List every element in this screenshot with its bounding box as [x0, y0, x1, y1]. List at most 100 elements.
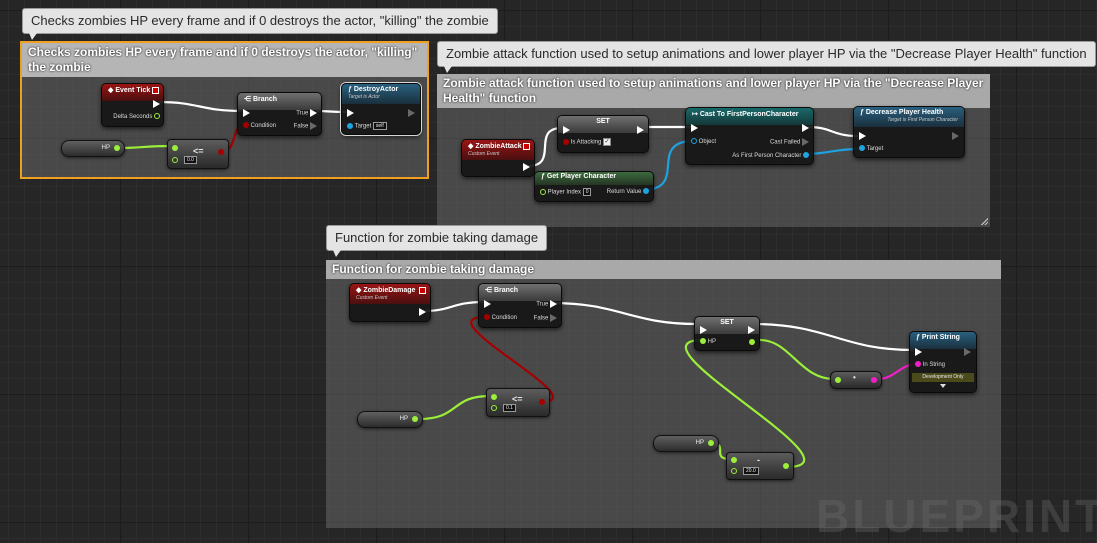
exec-out-pin[interactable] — [802, 124, 809, 133]
hp-getter-node[interactable]: HP — [61, 140, 125, 157]
comment-bubble-attack[interactable]: Zombie attack function used to setup ani… — [437, 41, 1096, 73]
compare-out-pin[interactable] — [218, 149, 224, 155]
compare-b-pin[interactable] — [491, 405, 497, 411]
delegate-pin[interactable] — [152, 87, 159, 94]
exec-out-pin[interactable] — [748, 326, 755, 335]
subtract-value-field[interactable]: 20.0 — [743, 467, 759, 475]
event-tick-title: ◆ Event Tick — [102, 84, 163, 101]
exec-in-pin[interactable] — [563, 126, 570, 135]
delegate-pin[interactable] — [523, 143, 530, 150]
decrease-health-node[interactable]: ƒ Decrease Player Health Target is First… — [853, 106, 965, 158]
cast-title: ↦ Cast To FirstPersonCharacter — [686, 108, 813, 125]
as-fpc-pin[interactable]: As First Person Character — [732, 152, 809, 160]
is-attacking-pin[interactable]: Is Attacking ✓ — [563, 138, 612, 147]
compare-value-field[interactable]: 0.1 — [503, 404, 516, 412]
hp-out-pin[interactable] — [114, 145, 120, 151]
decrease-health-title: ƒ Decrease Player Health Target is First… — [854, 107, 964, 127]
set-is-attacking-node[interactable]: SET Is Attacking ✓ — [557, 115, 649, 153]
delegate-pin[interactable] — [419, 287, 426, 294]
zombie-attack-node[interactable]: ◆ ZombieAttack Custom Event — [461, 139, 535, 177]
target-pin[interactable]: Target — [859, 145, 883, 153]
exec-out-pin[interactable] — [408, 109, 415, 118]
object-pin[interactable]: Object — [691, 138, 716, 146]
exec-in-pin[interactable] — [691, 124, 698, 133]
convert-operator: • — [853, 373, 856, 382]
comment-bubble-damage[interactable]: Function for zombie taking damage — [326, 225, 548, 257]
expand-arrow-icon[interactable] — [940, 384, 946, 388]
hp-getter-node-2[interactable]: HP — [357, 411, 423, 428]
resize-grip[interactable] — [980, 217, 988, 225]
is-attacking-checkbox[interactable]: ✓ — [603, 138, 612, 146]
function-icon: ƒ — [541, 173, 547, 180]
compare-out-pin[interactable] — [539, 399, 545, 405]
comment-bubble-tick[interactable]: Checks zombies HP every frame and if 0 d… — [22, 8, 498, 40]
false-pin[interactable]: False — [534, 314, 557, 323]
event-tick-node[interactable]: ◆ Event Tick Delta Seconds — [101, 83, 164, 127]
zombie-damage-node[interactable]: ◆ ZombieDamage Custom Event — [349, 283, 431, 322]
compare-a-pin[interactable] — [491, 394, 497, 400]
true-pin[interactable]: True — [296, 109, 317, 118]
float-to-string-node[interactable]: • — [830, 371, 882, 389]
hp-getter-node-3[interactable]: HP — [653, 435, 719, 452]
exec-in-pin[interactable] — [484, 300, 491, 309]
hp-set-out-pin[interactable] — [749, 339, 755, 345]
branch-node-2[interactable]: ⋲ Branch Condition True False — [478, 283, 562, 328]
exec-in-pin[interactable] — [347, 109, 354, 118]
delta-seconds-pin[interactable]: Delta Seconds — [113, 113, 160, 121]
target-pin[interactable]: Target self — [347, 122, 387, 131]
exec-out-pin[interactable] — [523, 163, 530, 172]
exec-out-pin[interactable] — [419, 308, 426, 317]
false-pin[interactable]: False — [294, 122, 317, 131]
get-player-character-node[interactable]: ƒ Get Player Character Player Index 0 Re… — [534, 171, 654, 202]
return-value-pin[interactable]: Return Value — [607, 188, 649, 196]
exec-in-pin[interactable] — [915, 348, 922, 357]
exec-in-pin[interactable] — [243, 109, 250, 118]
branch-node-1[interactable]: ⋲ Branch Condition True False — [237, 92, 322, 136]
event-diamond-icon: ◆ — [356, 287, 364, 294]
condition-pin[interactable]: Condition — [484, 314, 517, 322]
compare-value-field[interactable]: 0.0 — [184, 156, 197, 164]
hp-out-pin[interactable] — [708, 440, 714, 446]
destroy-actor-node[interactable]: ƒ DestroyActor Target is Actor Target se… — [341, 83, 421, 135]
less-equal-node-2[interactable]: <= 0.1 — [486, 388, 550, 417]
player-index-pin[interactable]: Player Index 0 — [540, 188, 592, 197]
hp-set-pin[interactable]: HP — [700, 338, 716, 346]
set-title-1: SET — [558, 116, 648, 133]
exec-out-pin[interactable] — [637, 126, 644, 135]
event-diamond-icon: ◆ — [468, 143, 476, 150]
hp-out-pin[interactable] — [412, 416, 418, 422]
cast-to-fpc-node[interactable]: ↦ Cast To FirstPersonCharacter Object Ca… — [685, 107, 814, 165]
convert-out-pin[interactable] — [871, 377, 877, 383]
compare-a-pin[interactable] — [172, 145, 178, 151]
get-player-title: ƒ Get Player Character — [535, 172, 653, 185]
exec-in-pin[interactable] — [859, 132, 866, 141]
comment-title-damage: Function for zombie taking damage — [326, 260, 1001, 279]
function-icon: ƒ — [860, 109, 866, 116]
exec-out-pin[interactable] — [952, 132, 959, 141]
exec-in-pin[interactable] — [700, 326, 707, 335]
compare-b-pin[interactable] — [172, 157, 178, 163]
subtract-out-pin[interactable] — [783, 463, 789, 469]
condition-pin[interactable]: Condition — [243, 122, 276, 130]
zombie-damage-title: ◆ ZombieDamage Custom Event — [350, 284, 430, 304]
exec-out-pin[interactable] — [964, 348, 971, 357]
subtract-node[interactable]: - 20.0 — [726, 452, 794, 480]
branch-title-1: ⋲ Branch — [238, 93, 321, 110]
less-equal-operator: <= — [193, 146, 204, 156]
branch-icon: ⋲ — [485, 287, 494, 294]
branch-icon: ⋲ — [244, 96, 253, 103]
comment-title-tick: Checks zombies HP every frame and if 0 d… — [22, 43, 427, 77]
subtract-b-pin[interactable] — [731, 468, 737, 474]
in-string-pin[interactable]: In String — [915, 361, 945, 369]
destroy-actor-title: ƒ DestroyActor Target is Actor — [342, 84, 420, 104]
set-hp-node[interactable]: SET HP — [694, 316, 760, 351]
true-pin[interactable]: True — [536, 300, 557, 309]
print-string-title: ƒ Print String — [910, 332, 976, 349]
exec-out-pin[interactable] — [153, 100, 160, 109]
subtract-a-pin[interactable] — [731, 457, 737, 463]
less-equal-node[interactable]: <= 0.0 — [167, 139, 229, 169]
print-string-node[interactable]: ƒ Print String In String Development Onl… — [909, 331, 977, 393]
cast-failed-pin[interactable]: Cast Failed — [770, 138, 809, 147]
convert-in-pin[interactable] — [835, 377, 841, 383]
branch-title-2: ⋲ Branch — [479, 284, 561, 301]
